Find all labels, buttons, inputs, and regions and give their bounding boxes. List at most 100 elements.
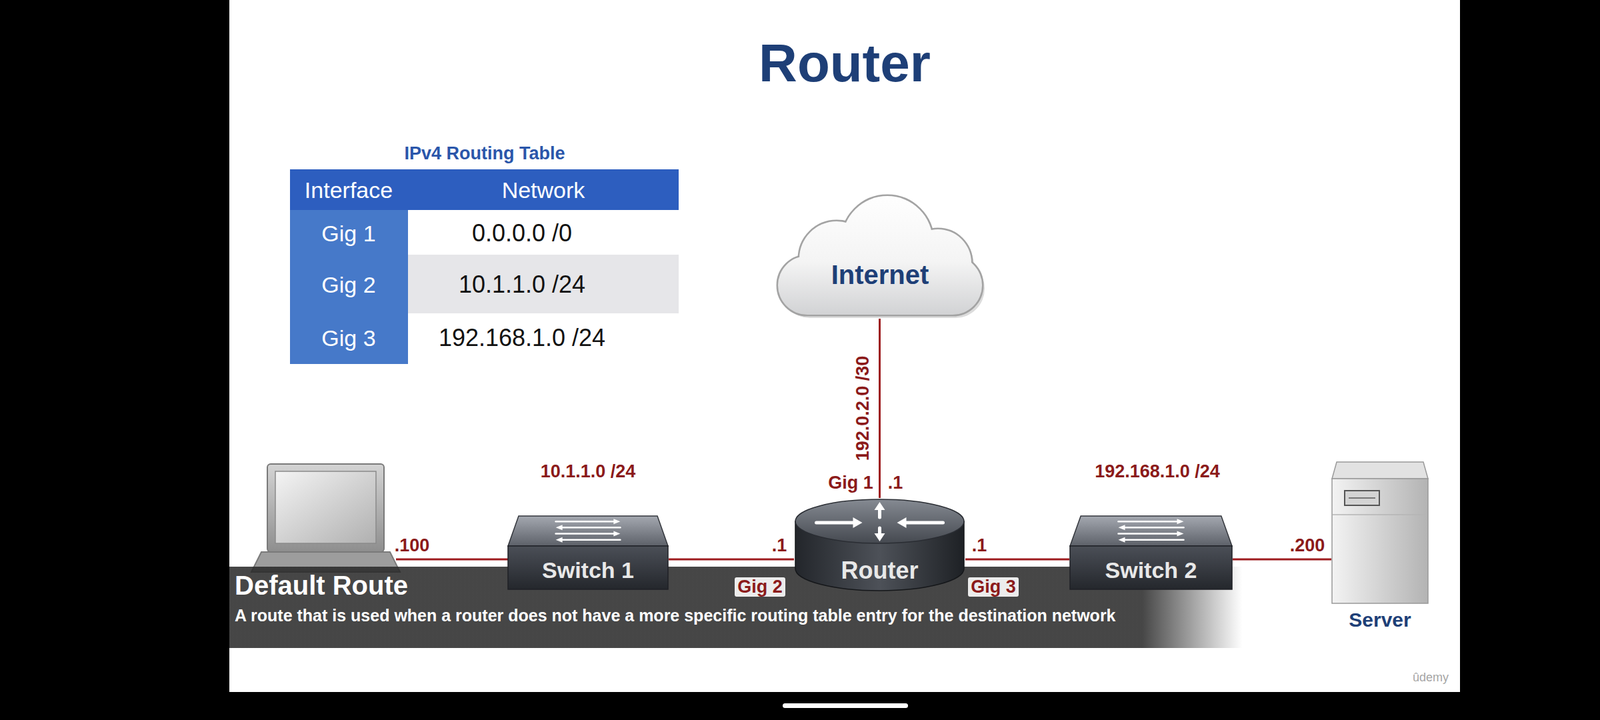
interface-cell: Gig 3 — [321, 326, 376, 350]
arrow-head — [613, 531, 620, 537]
label-holder: Interface — [304, 178, 393, 202]
label-holder: Gig 3 — [968, 577, 1019, 597]
server-outline — [1331, 461, 1429, 604]
arrow-head — [1177, 518, 1184, 524]
router-icon: Router — [794, 498, 966, 592]
host-address: .100 — [394, 536, 430, 555]
title-holder: Router — [758, 36, 931, 90]
subnet-label: 192.168.1.0 /24 — [1094, 462, 1220, 481]
arrow-head — [853, 517, 863, 528]
arrow-shaft — [878, 528, 882, 534]
arrow-shaft — [556, 532, 614, 535]
switch-front — [1070, 546, 1232, 590]
label-holder: IPv4 Routing Table — [404, 144, 565, 163]
server-divider — [1332, 514, 1428, 516]
switch-arrows — [1118, 518, 1184, 543]
router-arrows — [816, 502, 944, 542]
arrow-shaft — [562, 526, 621, 529]
interface-label: Gig 2 — [734, 577, 786, 597]
arrow-shaft — [1125, 526, 1184, 529]
arrow-shaft — [816, 521, 854, 525]
label-holder: 0.0.0.0 /0 — [472, 221, 572, 246]
label-holder: .200 — [1290, 536, 1326, 555]
table-header-cell: Interface — [304, 178, 393, 202]
subnet-label: 10.1.1.0 /24 — [540, 462, 636, 481]
label-holder: 192.168.1.0 /24 — [438, 326, 606, 350]
label-holder: .1 — [972, 536, 988, 555]
router-top — [795, 499, 964, 544]
arrow-head — [897, 517, 907, 528]
cloud-label: Internet — [831, 260, 930, 290]
server-front — [1332, 478, 1428, 604]
arrow-shaft — [906, 521, 944, 525]
interface-label: Gig 3 — [968, 577, 1019, 597]
cloud-outline — [775, 192, 985, 319]
table-column-fill — [290, 210, 408, 364]
laptop-wire — [396, 558, 520, 561]
switch-top — [508, 516, 668, 546]
term-definition: A route that is used when a router does … — [234, 606, 1116, 626]
label-holder: .100 — [394, 536, 430, 555]
link-subnet-label: 192.0.2.0 /30 — [853, 353, 873, 464]
network-cell: 10.1.1.0 /24 — [458, 272, 586, 297]
cloud-shape — [778, 196, 985, 318]
server-slot — [1344, 490, 1380, 506]
label-holder: ûdemy — [1412, 671, 1449, 684]
arrow-head — [1118, 537, 1126, 543]
switch-icon: Switch 1 — [507, 515, 669, 590]
arrow-shaft — [1125, 538, 1184, 541]
switch-front — [508, 546, 668, 590]
arrow-head — [556, 524, 563, 530]
watermark: ûdemy — [1412, 671, 1449, 684]
home-indicator — [782, 703, 908, 708]
table-header-fill — [290, 169, 679, 210]
table-heading: IPv4 Routing Table — [404, 144, 565, 163]
label-holder: .1 — [888, 474, 904, 492]
arrow-shaft — [1118, 520, 1178, 523]
network-link — [965, 558, 1070, 561]
label-holder: Network — [502, 178, 586, 202]
laptop-screen — [275, 471, 376, 544]
laptop-icon — [251, 464, 400, 572]
arrow-head — [874, 502, 886, 510]
device-label: Switch 1 — [542, 558, 634, 583]
label-holder: Gig 2 — [734, 577, 786, 597]
network-link — [878, 318, 881, 498]
interface-label: Gig 1 — [828, 474, 874, 492]
term-heading: Default Route — [234, 570, 408, 600]
table-row-fill — [408, 254, 679, 314]
label-holder: Gig 1 — [828, 474, 874, 492]
switch-arrows — [556, 518, 621, 543]
laptop-bezel — [267, 464, 384, 552]
host-address: .200 — [1290, 536, 1326, 555]
arrow-shaft — [1118, 532, 1178, 535]
label-holder: Gig 3 — [321, 326, 376, 350]
arrow-shaft — [556, 520, 614, 523]
switch-top — [1070, 516, 1232, 546]
host-address: .1 — [772, 536, 788, 555]
device-label: Server — [1348, 608, 1411, 631]
server-shape — [1332, 462, 1428, 604]
interface-cell: Gig 1 — [321, 222, 376, 245]
network-cell: 0.0.0.0 /0 — [472, 221, 572, 246]
cloud-outline — [778, 196, 982, 315]
cloud-node: Internet — [775, 192, 985, 319]
arrow-head — [1118, 524, 1126, 530]
title: Router — [758, 36, 931, 90]
arrow-head — [613, 518, 620, 524]
arrow-head — [874, 533, 886, 542]
network-cell: 192.168.1.0 /24 — [438, 326, 606, 350]
label-holder: 192.0.2.0 /30 — [853, 353, 873, 464]
cloud-fill — [778, 196, 982, 315]
device-label: Router — [841, 557, 919, 584]
server-slot-line — [1348, 497, 1376, 499]
host-address: .1 — [888, 474, 904, 492]
server-icon: Server — [1331, 461, 1429, 638]
label-holder: Gig 2 — [321, 273, 376, 296]
label-holder: .1 — [772, 536, 788, 555]
interface-cell: Gig 2 — [321, 273, 376, 296]
slide-ground — [229, 0, 1460, 692]
arrow-shaft — [562, 538, 621, 541]
